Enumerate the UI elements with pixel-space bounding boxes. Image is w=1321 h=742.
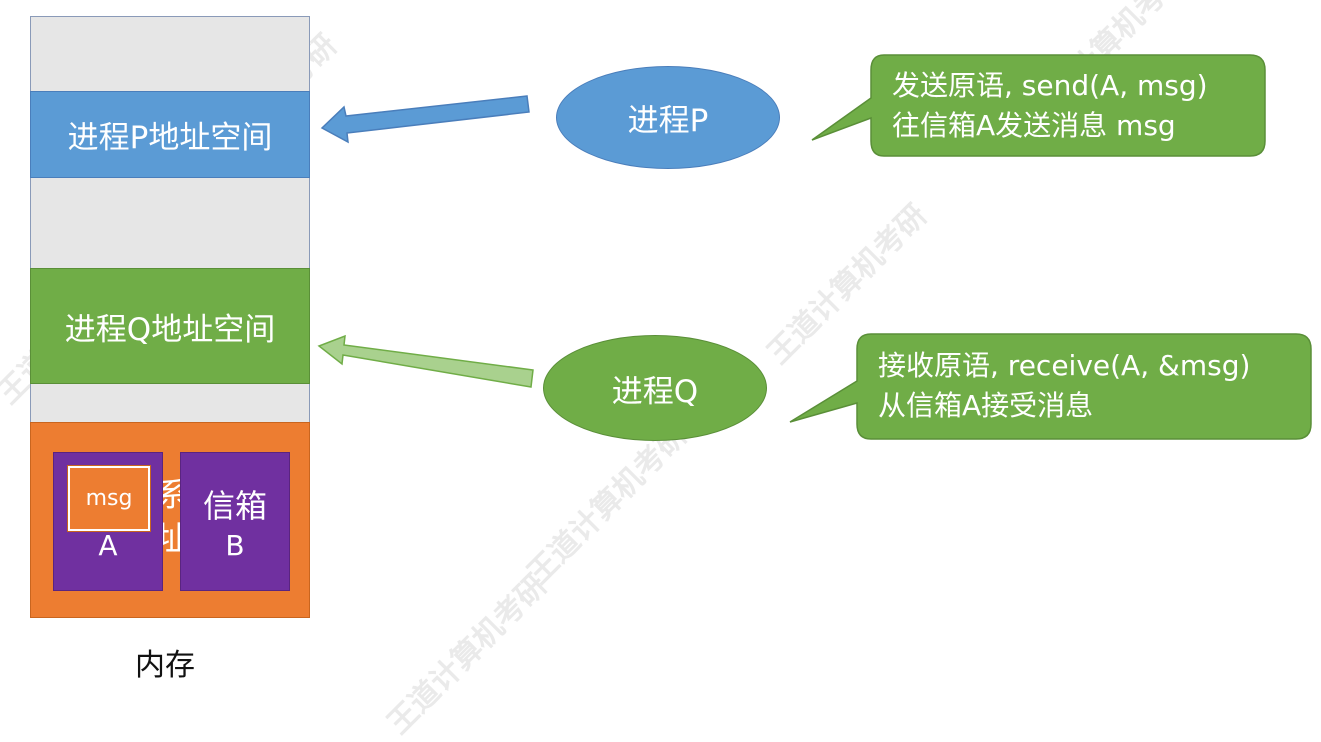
- callout-p-shape: [811, 54, 1266, 157]
- callout-p-line1: 发送原语, send(A, msg): [892, 69, 1208, 102]
- callout-q-line2: 从信箱A接受消息: [878, 389, 1094, 422]
- mailbox-a-id: A: [98, 529, 118, 562]
- callout-p-line2: 往信箱A发送消息 msg: [892, 109, 1176, 142]
- callout-q-text: 接收原语, receive(A, &msg) 从信箱A接受消息: [878, 346, 1250, 426]
- connector-layer: [317, 54, 1312, 440]
- mailbox-b: 信箱 B: [180, 452, 290, 591]
- mailbox-a: 信箱 A msg: [53, 452, 163, 591]
- message-box: msg: [67, 465, 151, 532]
- process-q-label: 进程Q: [611, 373, 699, 410]
- arrow-q-to-memory: [317, 334, 534, 388]
- memory-label: 内存: [135, 648, 195, 683]
- process-p-label: 进程P: [627, 103, 709, 139]
- process-p-address-space-label: 进程P地址空间: [67, 120, 273, 156]
- mailbox-b-title: 信箱: [202, 487, 267, 525]
- process-p-address-space: 进程P地址空间: [30, 91, 310, 178]
- callout-p-text: 发送原语, send(A, msg) 往信箱A发送消息 msg: [892, 66, 1208, 146]
- mailbox-b-id: B: [225, 529, 245, 562]
- process-p-node: 进程P: [556, 66, 780, 169]
- callout-q-shape: [789, 333, 1312, 440]
- callout-q-line1: 接收原语, receive(A, &msg): [878, 349, 1251, 382]
- process-q-address-space-label: 进程Q地址空间: [64, 311, 276, 348]
- process-q-address-space: 进程Q地址空间: [30, 268, 310, 384]
- process-q-node: 进程Q: [543, 335, 767, 441]
- os-kernel-space: 系统 址 信箱 A msg 信箱 B: [30, 422, 310, 618]
- message-label: msg: [85, 486, 133, 511]
- arrow-p-to-memory: [320, 95, 530, 144]
